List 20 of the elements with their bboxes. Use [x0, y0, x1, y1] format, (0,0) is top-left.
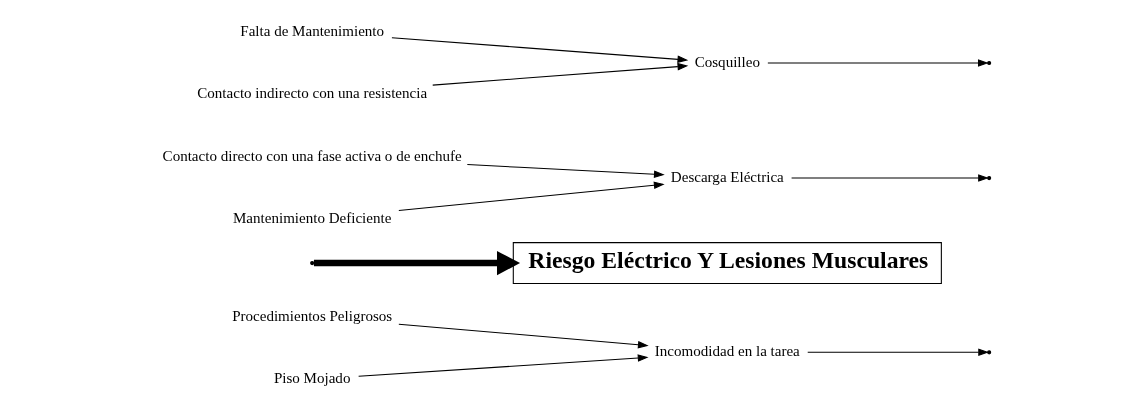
node-text: Mantenimiento Deficiente — [233, 209, 392, 226]
node-text: Descarga Eléctrica — [670, 169, 784, 186]
node-text: Incomodidad en la tarea — [654, 343, 800, 360]
arrow — [398, 181, 665, 211]
arrow — [432, 62, 689, 86]
arrow — [391, 37, 689, 64]
arrow — [807, 348, 990, 357]
arrow — [358, 354, 649, 377]
arrow — [313, 250, 521, 276]
arrow — [398, 323, 649, 349]
node-text: Piso Mojado — [273, 370, 351, 387]
arrow — [767, 59, 989, 67]
arrow — [466, 164, 665, 179]
node-text: Contacto indirecto con una resistencia — [197, 85, 428, 102]
node-text: Contacto directo con una fase activa o de enchufe — [162, 147, 462, 164]
node-text: Falta de Mantenimiento — [240, 22, 385, 39]
node-text: Procedimientos Peligrosos — [232, 307, 393, 324]
arrow — [791, 174, 989, 182]
node-text: Cosquilleo — [694, 53, 760, 70]
node-box: Riesgo Eléctrico Y Lesiones Musculares — [512, 242, 942, 284]
